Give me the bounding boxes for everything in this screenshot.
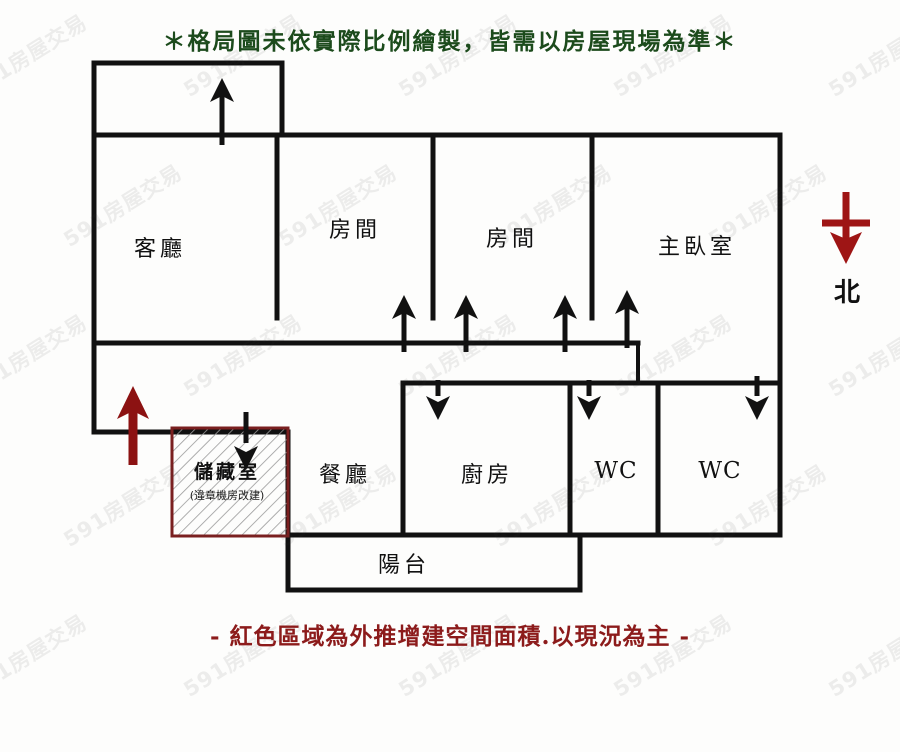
room-label-balcony: 陽台 bbox=[377, 553, 431, 578]
room-label-wc-2: WC bbox=[698, 458, 742, 484]
wall-group bbox=[91, 60, 783, 593]
storage-room-name: 儲藏室 bbox=[193, 461, 260, 483]
room-label-bedroom-2: 房間 bbox=[485, 227, 539, 252]
room-label-master-bedroom: 主臥室 bbox=[657, 235, 737, 260]
door-kitchen-icon bbox=[426, 380, 450, 420]
header-disclaimer-note: ＊格局圖未依實際比例繪製，皆需以房屋現場為準＊ bbox=[162, 28, 738, 55]
room-label-living-room: 客廳 bbox=[133, 237, 187, 262]
wall-balcony bbox=[285, 532, 583, 593]
door-wc-1-icon bbox=[577, 380, 601, 420]
storage-room-note: (違章機房改建) bbox=[189, 489, 265, 502]
door-wc-2-icon bbox=[745, 376, 769, 420]
door-upper-balcony-icon bbox=[210, 78, 234, 145]
room-label-bedroom-1: 房間 bbox=[328, 218, 382, 243]
storage-room-shape bbox=[170, 426, 290, 538]
door-bedroom-1-b-icon bbox=[454, 295, 478, 352]
door-storage-icon bbox=[234, 412, 258, 470]
door-arrow-group bbox=[210, 78, 769, 470]
north-arrow-down-icon bbox=[822, 192, 870, 264]
room-label-storage-room: 儲藏室 (違章機房改建) bbox=[190, 457, 265, 503]
wall-upper-balcony bbox=[91, 60, 285, 138]
door-bedroom-1-a-icon bbox=[392, 295, 416, 352]
door-master-icon bbox=[615, 290, 639, 348]
door-entrance-icon bbox=[117, 386, 149, 465]
room-label-kitchen: 廚房 bbox=[460, 463, 514, 488]
room-label-wc-1: WC bbox=[594, 458, 638, 484]
door-bedroom-2-icon bbox=[553, 295, 577, 352]
north-label: 北 bbox=[833, 278, 860, 308]
footer-red-area-note: - 紅色區域為外推增建空間面積.以現況為主 - bbox=[209, 623, 691, 650]
room-label-dining-room: 餐廳 bbox=[318, 463, 372, 488]
